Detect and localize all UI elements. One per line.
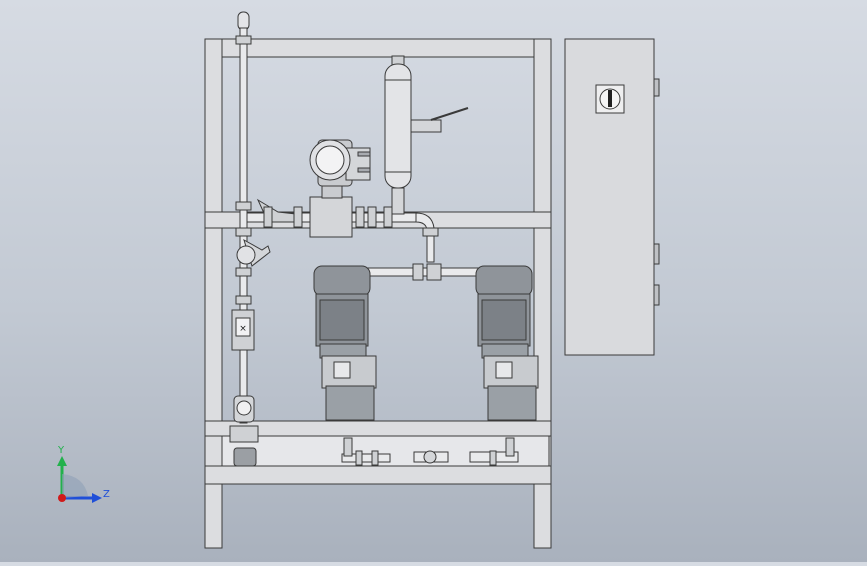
transmitter-gland-1 xyxy=(357,151,371,157)
pump-1-motor-cap xyxy=(313,265,371,297)
cabinet-hinge-mid xyxy=(653,243,660,265)
transmitter-gland-2 xyxy=(357,167,371,173)
union-4 xyxy=(367,206,377,228)
suction-union-1b xyxy=(371,450,379,466)
pump-manifold xyxy=(365,263,487,281)
suction-riser-2 xyxy=(505,437,515,457)
frame-bottom-beam xyxy=(204,465,552,485)
drain-valve xyxy=(233,447,257,467)
pump-2-port-icon xyxy=(495,361,513,379)
pump-1-base xyxy=(325,385,375,421)
flow-meter-marker-icon: × xyxy=(239,324,247,334)
union-5 xyxy=(383,206,393,228)
main-switch-handle-icon xyxy=(608,90,612,107)
suction-union-1a xyxy=(355,450,363,466)
pump-2-motor-cap xyxy=(475,265,533,297)
union-1 xyxy=(263,206,273,228)
pipe-coupling-5 xyxy=(235,295,252,305)
vent-ball-valve xyxy=(410,119,442,133)
flow-meter-window xyxy=(235,317,251,337)
union-2 xyxy=(293,206,303,228)
x-axis-origin-icon xyxy=(58,494,66,502)
manifold-pipe xyxy=(365,267,487,277)
suction-pipe-1 xyxy=(341,453,391,463)
pipe-coupling-1 xyxy=(235,35,252,45)
cabinet-hinge-low xyxy=(653,284,660,306)
strainer-body xyxy=(236,245,256,265)
frame-right-leg xyxy=(533,483,552,549)
header-elbow xyxy=(415,212,435,263)
pump-1-port-icon xyxy=(333,361,351,379)
pipe-coupling-2 xyxy=(235,201,252,211)
mag-flow-meter-body xyxy=(309,196,353,238)
dampener-vessel xyxy=(384,63,412,189)
cabinet-hinge-top xyxy=(653,78,660,97)
axis-triad: Y Z xyxy=(57,445,110,503)
suction-piping xyxy=(341,437,519,466)
pressure-gauge-icon xyxy=(236,400,252,416)
pump-1 xyxy=(313,265,377,421)
pump-1-motor-fins xyxy=(319,299,365,341)
pipe-top-cap xyxy=(237,11,250,31)
y-axis-arrowhead-icon xyxy=(57,456,67,466)
z-axis-arrowhead-icon xyxy=(92,493,102,503)
pipe-coupling-4 xyxy=(235,267,252,277)
frame-left-leg xyxy=(204,483,223,549)
vertical-inlet-pipe xyxy=(239,27,248,424)
inlet-pipe-assembly: × xyxy=(229,11,271,467)
pump-2-base xyxy=(487,385,537,421)
flow-transmitter xyxy=(309,139,371,199)
ball-valve-handle-icon xyxy=(430,107,469,121)
manifold-tee xyxy=(426,263,442,281)
transmitter-display-icon xyxy=(315,145,345,175)
upper-header xyxy=(246,196,439,263)
y-axis-label: Y xyxy=(57,445,65,456)
control-cabinet xyxy=(564,38,660,356)
suction-tee-center xyxy=(423,450,437,464)
manifold-union-1 xyxy=(412,263,424,281)
pulsation-dampener xyxy=(384,55,469,215)
pipe-coupling-3 xyxy=(235,227,252,237)
pump-2-motor-fins xyxy=(481,299,527,341)
bottom-valve xyxy=(229,425,259,443)
pump-2 xyxy=(475,265,539,421)
elbow-coupling xyxy=(422,227,439,237)
union-3 xyxy=(355,206,365,228)
suction-union-2a xyxy=(489,450,497,466)
triad-plane-icon xyxy=(62,474,88,498)
dampener-stem xyxy=(391,187,405,215)
z-axis-label: Z xyxy=(103,489,110,500)
frame-top-beam xyxy=(204,38,552,58)
suction-riser-1 xyxy=(343,437,353,457)
